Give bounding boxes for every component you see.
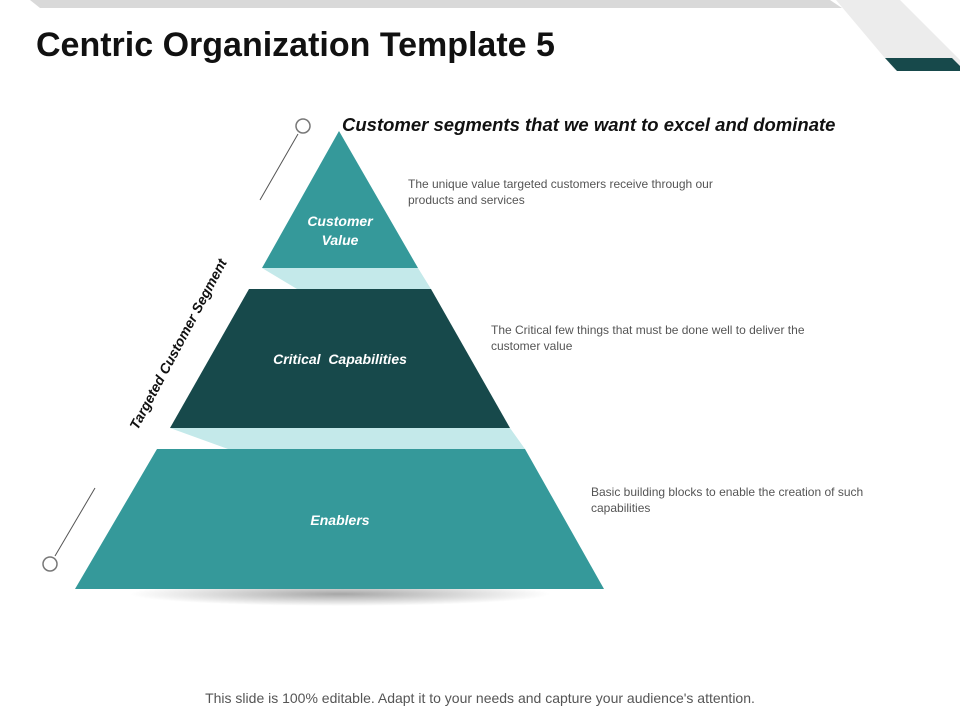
header-decoration [30, 0, 960, 71]
bracket-line-bottom [54, 487, 96, 557]
pyramid-tier-critical-capabilities [170, 289, 510, 428]
bracket-circle-bottom [42, 556, 58, 572]
connector-band-1 [262, 268, 431, 289]
tier-label-critical-capabilities: Critical Capabilities [273, 351, 407, 367]
description-customer-value: The unique value targeted customers rece… [408, 177, 713, 207]
footer-note: This slide is 100% editable. Adapt it to… [205, 690, 755, 706]
bracket-line-top [259, 133, 299, 201]
connector-band-2 [170, 428, 525, 449]
description-critical-capabilities: The Critical few things that must be don… [491, 323, 805, 353]
slide-title: Centric Organization Template 5 [36, 26, 555, 64]
header-corner-dark-stripe [885, 58, 960, 71]
pyramid-tier-customer-value [262, 131, 418, 268]
tier-label-customer-value-line2: Value [322, 232, 359, 248]
tier-label-customer-value-line1: Customer [307, 213, 374, 229]
pyramid-tier-enablers [75, 449, 604, 589]
description-enablers: Basic building blocks to enable the crea… [591, 485, 864, 515]
tier-label-enablers: Enablers [310, 512, 369, 528]
bracket-circle-top [295, 118, 311, 134]
header-corner-light-stripe [836, 0, 960, 70]
diagram-heading: Customer segments that we want to excel … [342, 114, 836, 135]
header-top-bar [30, 0, 842, 8]
